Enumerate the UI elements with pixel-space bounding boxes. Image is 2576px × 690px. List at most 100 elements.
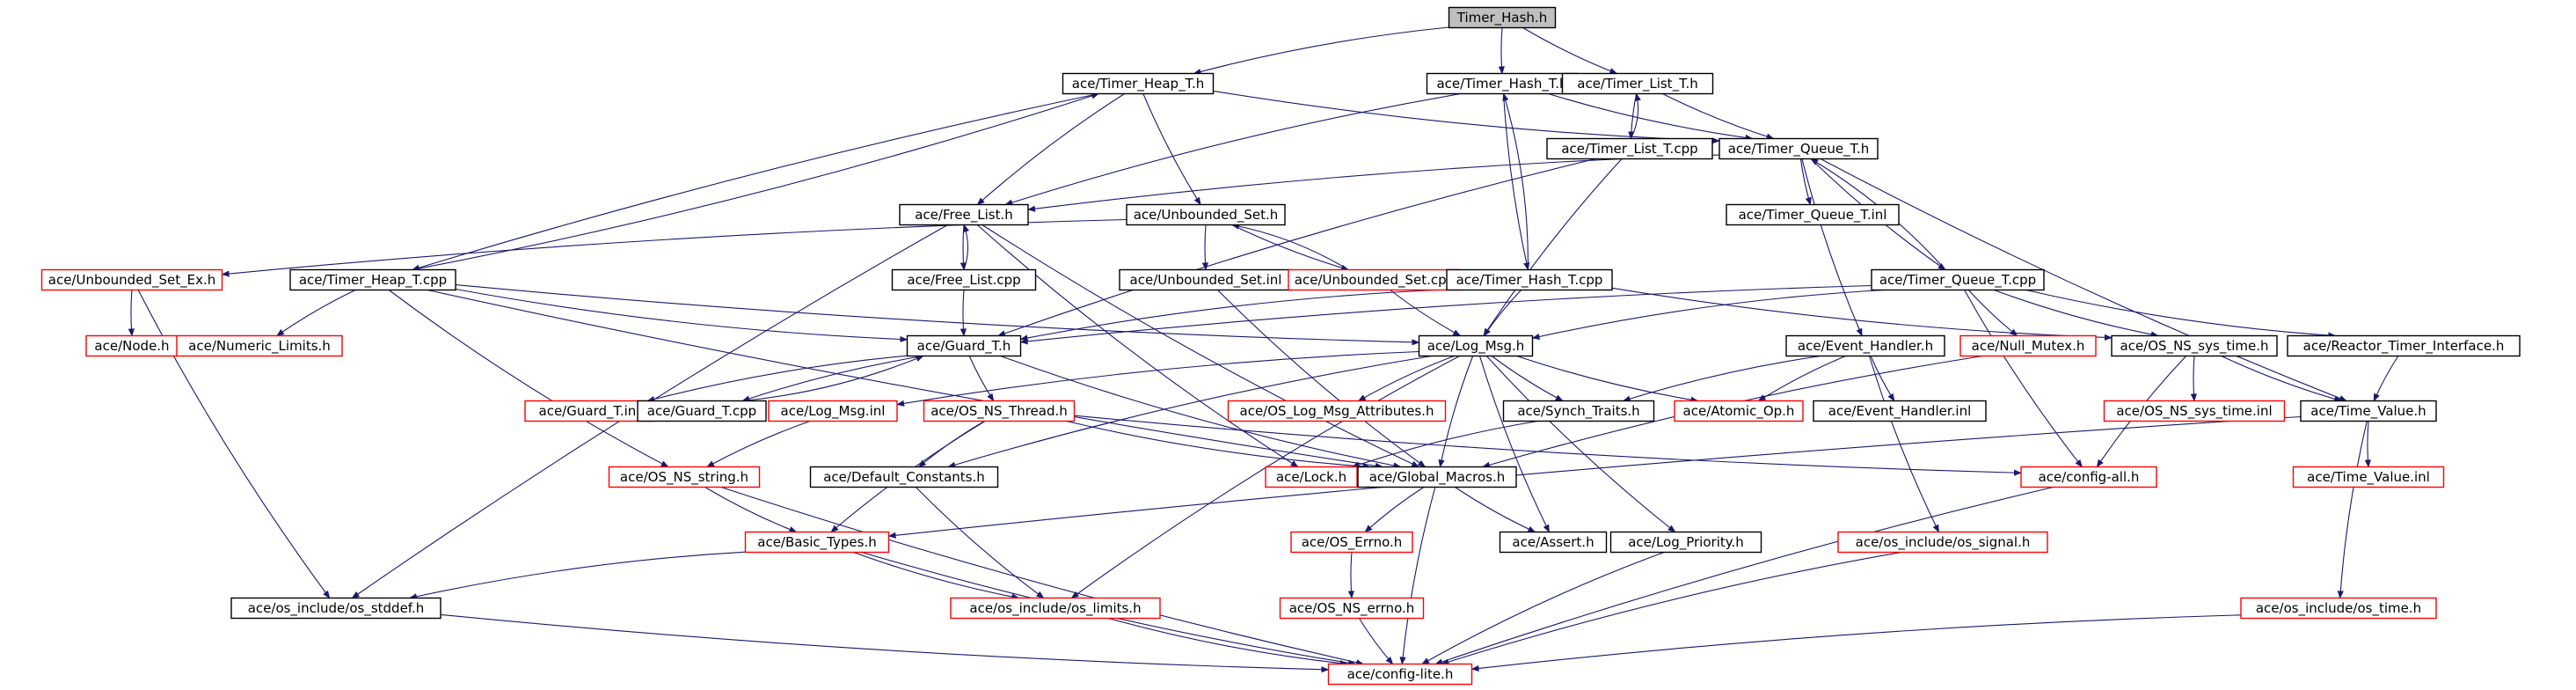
edge-n13-to-n19 [1390,290,1462,336]
node-box [1062,72,1215,95]
node-timer-hash-h[interactable]: Timer_Hash.h [1448,6,1557,29]
node-null-mutex-h[interactable]: ace/Null_Mutex.h [1959,334,2097,357]
node-label: ace/Log_Msg.h [1427,338,1525,355]
node-box [1785,334,1945,357]
node-os-include-os-limits-h[interactable]: ace/os_include/os_limits.h [950,597,1161,620]
node-event-handler-inl[interactable]: ace/Event_Handler.inl [1813,400,1987,422]
node-log-msg-inl[interactable]: ace/Log_Msg.inl [768,400,898,422]
edge-n5-to-n33 [1820,158,2347,402]
node-box [2111,334,2278,357]
node-default-constants-h[interactable]: ace/Default_Constants.h [809,466,999,488]
edge-n44-to-n49 [1441,551,1901,665]
node-log-msg-h[interactable]: ace/Log_Msg.h [1418,334,1534,357]
node-reactor-timer-interface-h[interactable]: ace/Reactor_Timer_Interface.h [2287,334,2521,357]
node-label: ace/Timer_Queue_T.h [1728,141,1870,158]
node-node-h[interactable]: ace/Node.h [85,334,179,357]
node-os-ns-sys-time-h[interactable]: ace/OS_NS_sys_time.h [2111,334,2278,357]
node-timer-list-t-h[interactable]: ace/Timer_List_T.h [1561,72,1714,95]
edge-n19-to-n29 [1491,356,1564,401]
node-timer-hash-t-h[interactable]: ace/Timer_Hash_T.h [1426,72,1579,95]
edge-n6-to-n36 [976,224,1299,467]
node-basic-types-h[interactable]: ace/Basic_Types.h [744,531,890,554]
node-event-handler-h[interactable]: ace/Event_Handler.h [1785,334,1945,357]
edge-n15-to-n21 [1967,290,2018,337]
node-free-list-h[interactable]: ace/Free_List.h [899,203,1029,226]
edge-n35-to-n46 [915,487,1045,599]
node-atomic-op-h[interactable]: ace/Atomic_Op.h [1674,400,1804,422]
node-time-value-inl[interactable]: ace/Time_Value.inl [2292,466,2445,488]
edge-n9-to-n45 [137,290,331,599]
node-os-errno-h[interactable]: ace/OS_Errno.h [1290,531,1413,554]
node-box [1813,400,1987,422]
node-guard-t-cpp[interactable]: ace/Guard_T.cpp [637,400,767,422]
node-numeric-limits-h[interactable]: ace/Numeric_Limits.h [176,334,343,357]
edge-n19-to-n46 [1070,356,1460,599]
node-label: ace/os_include/os_limits.h [969,600,1141,617]
node-free-list-cpp[interactable]: ace/Free_List.cpp [891,268,1037,291]
edge-n10-to-n17 [276,290,356,337]
node-unbounded-set-h[interactable]: ace/Unbounded_Set.h [1126,203,1286,226]
edge-n43-to-n49 [1421,551,1665,664]
node-box [1279,597,1425,620]
edge-n10-to-n19 [455,284,1420,346]
node-box [608,466,761,488]
node-timer-list-t-cpp[interactable]: ace/Timer_List_T.cpp [1546,137,1713,160]
node-guard-t-inl[interactable]: ace/Guard_T.inl [524,400,654,422]
node-box [1561,72,1714,95]
node-config-all-h[interactable]: ace/config-all.h [2020,466,2157,488]
node-label: ace/Timer_Hash_T.h [1436,76,1567,92]
edge-n23-to-n33 [2373,356,2399,402]
node-lock-h[interactable]: ace/Lock.h [1265,466,1358,488]
edge-n37-to-n41 [1364,487,1425,533]
node-label: ace/os_include/os_time.h [2256,600,2421,617]
node-os-ns-sys-time-inl[interactable]: ace/OS_NS_sys_time.inl [2103,400,2286,422]
edge-n4-to-n18 [997,158,1596,337]
node-os-include-os-stddef-h[interactable]: ace/os_include/os_stddef.h [230,597,441,620]
node-config-lite-h[interactable]: ace/config-lite.h [1327,663,1473,686]
node-global-macros-h[interactable]: ace/Global_Macros.h [1357,466,1517,488]
edge-n22-to-n32 [2190,356,2197,402]
node-assert-h[interactable]: ace/Assert.h [1499,531,1608,554]
node-label: ace/Unbounded_Set.cpp [1295,272,1455,289]
node-box [1546,137,1713,160]
node-timer-queue-t-h[interactable]: ace/Timer_Queue_T.h [1719,137,1879,160]
edge-n1-to-n6 [976,93,1125,206]
node-time-value-h[interactable]: ace/Time_Value.h [2300,400,2437,422]
node-os-ns-errno-h[interactable]: ace/OS_NS_errno.h [1279,597,1425,620]
edge-n1-to-n5 [1213,90,1720,144]
node-label: ace/Assert.h [1512,534,1594,550]
edge-n2-to-n6 [1004,92,1461,206]
node-label: ace/OS_Errno.h [1302,534,1403,551]
node-box [950,597,1161,620]
node-timer-heap-t-cpp[interactable]: ace/Timer_Heap_T.cpp [289,268,456,291]
node-box [1126,203,1286,226]
node-os-log-msg-attributes-h[interactable]: ace/OS_Log_Msg_Attributes.h [1227,400,1447,422]
edge-n33-to-n40 [887,415,2302,539]
edge-n20-to-n44 [1868,356,1939,533]
node-os-ns-thread-h[interactable]: ace/OS_NS_Thread.h [923,400,1076,422]
node-box [2292,466,2445,488]
node-unbounded-set-cpp[interactable]: ace/Unbounded_Set.cpp [1288,268,1462,291]
node-os-include-os-signal-h[interactable]: ace/os_include/os_signal.h [1837,531,2048,554]
node-os-ns-string-h[interactable]: ace/OS_NS_string.h [608,466,761,488]
edge-n19-to-n28 [1357,355,1455,401]
node-box [1719,137,1879,160]
node-timer-heap-t-h[interactable]: ace/Timer_Heap_T.h [1062,72,1215,95]
node-timer-queue-t-cpp[interactable]: ace/Timer_Queue_T.cpp [1871,268,2045,291]
node-synch-traits-h[interactable]: ace/Synch_Traits.h [1502,400,1655,422]
node-box [2103,400,2286,422]
node-timer-hash-t-cpp[interactable]: ace/Timer_Hash_T.cpp [1446,268,1613,291]
node-unbounded-set-ex-h[interactable]: ace/Unbounded_Set_Ex.h [40,268,223,291]
edge-n18-to-n25 [741,355,923,402]
node-guard-t-h[interactable]: ace/Guard_T.h [906,334,1022,357]
edge-n15-to-n19 [1531,289,1885,340]
node-box [2020,466,2157,488]
node-label: Timer_Hash.h [1456,10,1547,26]
node-os-include-os-time-h[interactable]: ace/os_include/os_time.h [2240,597,2437,620]
node-log-priority-h[interactable]: ace/Log_Priority.h [1609,531,1762,554]
edge-n27-to-n38 [1074,415,2022,476]
node-unbounded-set-inl[interactable]: ace/Unbounded_Set.inl [1119,268,1293,291]
node-timer-queue-t-inl[interactable]: ace/Timer_Queue_T.inl [1726,203,1900,226]
edge-n34-to-n49 [720,486,1365,666]
